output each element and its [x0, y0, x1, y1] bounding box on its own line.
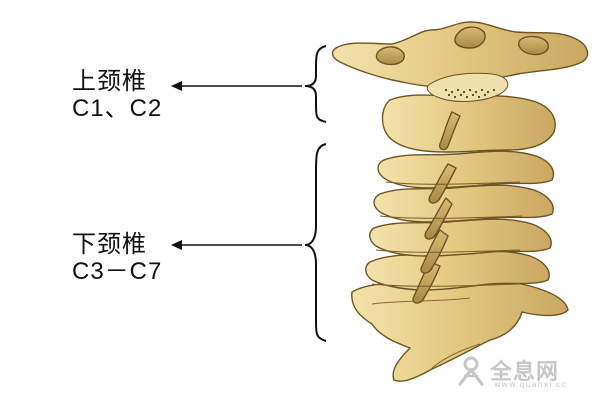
upper-arrow [171, 81, 302, 91]
lower-brace [304, 143, 327, 342]
watermark-url: www.quanxi.cc [494, 380, 567, 389]
upper-cervical-name: 上颈椎 [72, 67, 147, 95]
upper-cervical-range: C1、C2 [72, 95, 163, 122]
watermark-brand: 全息网 [490, 360, 560, 385]
watermark: 全息网 www.quanxi.cc [450, 352, 590, 392]
lower-cervical-name: 下颈椎 [72, 230, 147, 258]
lower-cervical-label: 下颈椎 C3－C7 [72, 230, 162, 286]
lower-cervical-range: C3－C7 [72, 258, 163, 285]
vertebra-c2 [381, 94, 556, 153]
vertebra-c3 [377, 150, 555, 189]
cervical-spine-illustration [331, 21, 589, 382]
vertebra-c5 [369, 218, 552, 257]
lower-arrow [171, 240, 302, 250]
upper-cervical-label: 上颈椎 C1、C2 [72, 67, 162, 123]
watermark-logo-icon [458, 356, 484, 386]
upper-brace [304, 45, 327, 123]
vertebra-c4 [373, 184, 554, 223]
